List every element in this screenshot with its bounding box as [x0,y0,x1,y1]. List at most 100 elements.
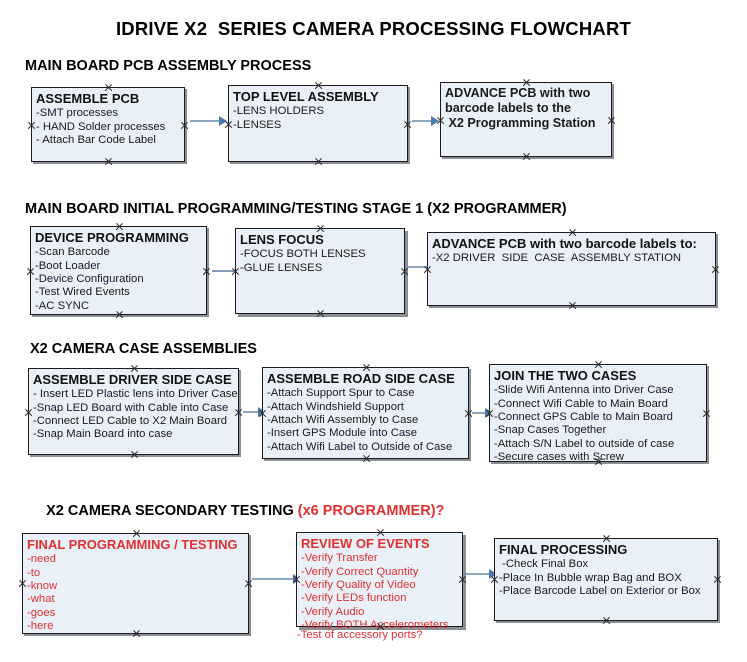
connector-handle-bottom[interactable] [104,157,113,166]
arrow-shaft [408,266,428,268]
node-line: -Verify LEDs function [301,592,407,605]
connector-handle-bottom[interactable] [316,309,325,318]
node-line: -LENS HOLDERS [233,105,325,118]
node-line: -know [27,579,58,592]
page-title: IDRIVE X2 SERIES CAMERA PROCESSING FLOWC… [115,18,632,39]
node-header: FINAL PROCESSING [499,542,628,557]
node-line: -Device Configuration [35,272,144,285]
arrow-assemble-pcb-to-top-level [190,116,228,126]
connector-handle-bottom[interactable] [602,616,611,625]
node-line: -Attach Support Spur to Case [267,387,415,400]
node-body: JOIN THE TWO CASES -Slide Wifi Antenna i… [490,365,706,464]
section-title-accent: (x6 PROGRAMMER)? [297,503,445,519]
node-join-the-two-cases[interactable]: JOIN THE TWO CASES -Slide Wifi Antenna i… [489,364,707,464]
node-line: -Attach Wifi Label to Outside of Case [267,440,453,453]
node-line: -Test Wired Events [35,286,130,299]
node-line: -Secure cases with Screw [494,450,624,463]
node-body: REVIEW OF EVENTS -Verify Transfer -Verif… [297,533,462,632]
arrow-shaft [212,270,238,272]
node-advance-pcb-driver-side-case[interactable]: ADVANCE PCB with two barcode labels to: … [427,232,716,306]
node-overflow-line-review-of-events: -Test of accessory ports? [297,629,423,641]
arrow-head [219,116,227,126]
node-header: ASSEMBLE PCB [36,91,140,106]
node-line: -need [27,553,56,566]
node-line: -Place In Bubble wrap Bag and BOX [499,571,682,584]
arrow-shaft [466,573,490,575]
arrow-shaft [472,412,486,414]
node-body: LENS FOCUS -FOCUS BOTH LENSES -GLUE LENS… [236,229,404,275]
node-line: -FOCUS BOTH LENSES [240,248,366,261]
node-header: REVIEW OF EVENTS [301,536,430,551]
node-top-level-assembly[interactable]: TOP LEVEL ASSEMBLY -LENS HOLDERS -LENSES [228,85,408,162]
node-line: -GLUE LENSES [240,261,323,274]
node-line: ADVANCE PCB with two [445,86,591,100]
node-assemble-pcb[interactable]: ASSEMBLE PCB -SMT processes - HAND Solde… [31,87,185,162]
arrow-head [489,569,497,579]
node-line: -Verify Quality of Video [301,578,416,591]
section-title-main-board-pcb-assembly: MAIN BOARD PCB ASSEMBLY PROCESS [25,58,312,74]
node-device-programming[interactable]: DEVICE PROGRAMMING -Scan Barcode -Boot L… [30,226,207,315]
node-line: - Attach Bar Code Label [36,133,156,146]
node-final-programming-testing[interactable]: FINAL PROGRAMMING / TESTING -need -to -k… [22,533,249,634]
node-line: -AC SYNC [35,299,89,312]
node-assemble-road-side-case[interactable]: ASSEMBLE ROAD SIDE CASE -Attach Support … [262,367,469,459]
node-body: ASSEMBLE PCB -SMT processes - HAND Solde… [32,88,184,147]
connector-handle-bottom[interactable] [568,301,577,310]
node-line: -Verify BOTH Accelerometers [301,618,449,631]
node-line: barcode labels to the [445,100,571,115]
node-advance-pcb-programming-station[interactable]: ADVANCE PCB with two barcode labels to t… [440,82,612,157]
node-line: -Verify Correct Quantity [301,565,419,578]
node-header: ASSEMBLE DRIVER SIDE CASE [33,372,232,387]
section-title-camera-case-assemblies: X2 CAMERA CASE ASSEMBLIES [30,341,257,357]
node-line: -Attach Wifi Assembly to Case [267,413,419,426]
connector-handle-bottom[interactable] [522,152,531,161]
section-title-secondary-testing: X2 CAMERA SECONDARY TESTING (x6 PROGRAMM… [30,487,444,535]
connector-handle-bottom[interactable] [362,454,371,463]
node-body: TOP LEVEL ASSEMBLY -LENS HOLDERS -LENSES [229,86,407,132]
node-line: -X2 DRIVER SIDE CASE ASSEMBLY STATION [432,252,682,265]
node-body: ADVANCE PCB with two barcode labels to: … [428,233,715,266]
node-line: -Snap Cases Together [494,424,607,437]
node-body: ASSEMBLE ROAD SIDE CASE -Attach Support … [263,368,468,454]
node-body: FINAL PROCESSING -Check Final Box -Place… [495,539,717,598]
connector-handle-bottom[interactable] [130,450,139,459]
arrow-head [431,116,439,126]
node-lens-focus[interactable]: LENS FOCUS -FOCUS BOTH LENSES -GLUE LENS… [235,228,405,314]
node-line: -Check Final Box [499,558,589,571]
node-header: DEVICE PROGRAMMING [35,230,189,245]
node-body: ASSEMBLE DRIVER SIDE CASE - Insert LED P… [29,369,238,442]
arrow-final-programming-to-review-events [252,574,302,584]
section-title-initial-programming-testing: MAIN BOARD INITIAL PROGRAMMING/TESTING S… [25,201,567,217]
node-line: -Attach S/N Label to outside of case [494,437,675,450]
arrow-shaft [190,120,220,122]
node-header: LENS FOCUS [240,232,324,247]
node-header: FINAL PROGRAMMING / TESTING [27,537,238,552]
node-line: -Scan Barcode [35,246,110,259]
node-line: -Connect LED Cable to X2 Main Board [33,414,228,427]
section-title-text: X2 CAMERA SECONDARY TESTING [46,503,298,519]
node-header: ADVANCE PCB with two barcode labels to: [432,236,697,251]
node-line: -Verify Transfer [301,552,378,565]
node-line: -Slide Wifi Antenna into Driver Case [494,384,674,397]
node-line: -Snap LED Board with Cable into Case [33,401,229,414]
connector-handle-right[interactable] [711,265,720,274]
node-line: X2 Programming Station [445,115,596,130]
node-line: -to [27,566,41,579]
node-final-processing[interactable]: FINAL PROCESSING -Check Final Box -Place… [494,538,718,621]
node-line: -Connect Wifi Cable to Main Board [494,397,668,410]
node-body: DEVICE PROGRAMMING -Scan Barcode -Boot L… [31,227,206,313]
node-assemble-driver-side-case[interactable]: ASSEMBLE DRIVER SIDE CASE - Insert LED P… [28,368,239,455]
node-body: ADVANCE PCB with two barcode labels to t… [441,83,611,131]
node-line: -Boot Loader [35,259,101,272]
node-line: -Attach Windshield Support [267,400,404,413]
arrow-shaft [252,578,294,580]
node-line: - HAND Solder processes [36,120,166,133]
arrow-shaft [243,411,259,413]
node-line: -what [27,593,55,606]
node-review-of-events[interactable]: REVIEW OF EVENTS -Verify Transfer -Verif… [296,532,463,631]
node-line: -SMT processes [36,107,119,120]
node-line: -Connect GPS Cable to Main Board [494,410,673,423]
node-line: -Insert GPS Module into Case [267,427,418,440]
connector-handle-bottom[interactable] [314,157,323,166]
